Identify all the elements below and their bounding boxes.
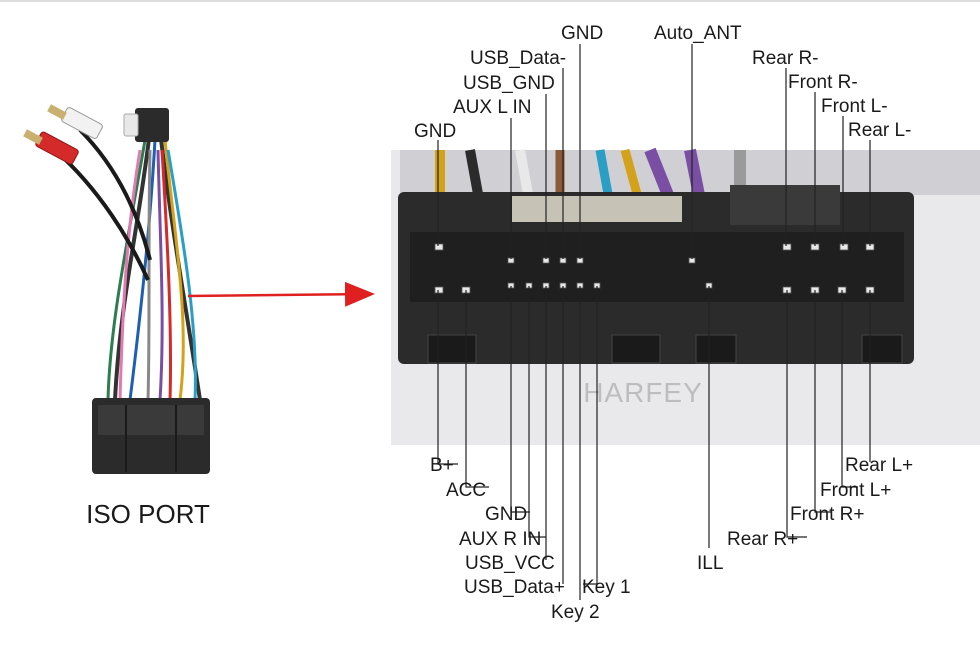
- connector-illustration: [391, 147, 980, 445]
- pointer-arrow: [187, 281, 375, 307]
- bottom-leader-lines: [437, 286, 871, 600]
- label-acc: ACC: [446, 480, 486, 501]
- label-front-r-minus: Front R-: [788, 72, 858, 93]
- label-front-l-plus: Front L+: [820, 480, 891, 501]
- top-labels: GND AUX L IN USB_GND USB_Data- GND Auto_…: [414, 23, 911, 142]
- watermark-text: HARFEY: [583, 377, 703, 408]
- label-aux-r-in: AUX R IN: [459, 529, 541, 550]
- top-leader-lines: [437, 44, 871, 259]
- label-usb-data-minus: USB_Data-: [470, 48, 566, 69]
- label-rear-l-minus: Rear L-: [848, 120, 911, 141]
- label-rear-r-plus: Rear R+: [727, 529, 798, 550]
- label-b-plus: B+: [430, 455, 454, 476]
- label-usb-vcc: USB_VCC: [465, 553, 555, 574]
- harness-illustration: [23, 104, 210, 474]
- label-key-1: Key 1: [582, 577, 631, 598]
- label-gnd-top-1: GND: [414, 121, 456, 142]
- label-rear-l-plus: Rear L+: [845, 455, 913, 476]
- label-gnd-top-2: GND: [561, 23, 603, 44]
- label-auto-ant: Auto_ANT: [654, 23, 742, 44]
- label-aux-l-in: AUX L IN: [453, 97, 532, 118]
- top-border: [0, 0, 980, 2]
- label-key-2: Key 2: [551, 602, 600, 623]
- bottom-labels: B+ ACC GND AUX R IN USB_VCC USB_Data+ Ke…: [430, 455, 913, 623]
- iso-port-caption: ISO PORT: [86, 499, 210, 529]
- label-ill: ILL: [697, 553, 723, 574]
- label-front-r-plus: Front R+: [790, 504, 864, 525]
- label-usb-gnd: USB_GND: [463, 73, 555, 94]
- label-front-l-minus: Front L-: [821, 96, 888, 117]
- label-usb-data-plus: USB_Data+: [464, 577, 565, 598]
- label-rear-r-minus: Rear R-: [752, 48, 819, 69]
- label-gnd-bottom: GND: [485, 504, 527, 525]
